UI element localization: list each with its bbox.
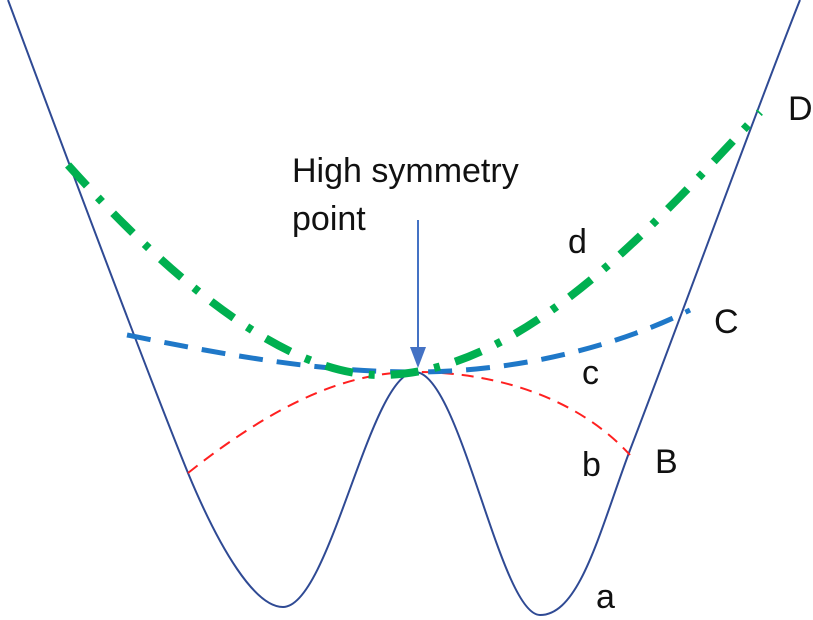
- high-symmetry-annotation: High symmetry point: [292, 147, 519, 243]
- curve-label-d: d: [568, 223, 587, 261]
- curve-d-green-dashdot: [65, 109, 763, 380]
- annotation-line1: High symmetry: [292, 152, 519, 190]
- curve-c-blue-dashed: [126, 307, 692, 375]
- curve-label-a: a: [596, 578, 615, 616]
- point-label-C: C: [714, 303, 739, 341]
- curve-a-double-well: [7, 0, 801, 617]
- point-label-D: D: [788, 90, 813, 128]
- curve-b-red-dashed: [187, 370, 631, 474]
- arrow-head-icon: [410, 347, 426, 368]
- curve-label-c: c: [582, 354, 599, 392]
- annotation-line2: point: [292, 200, 366, 238]
- curve-label-b: b: [582, 446, 601, 484]
- point-label-B: B: [655, 443, 678, 481]
